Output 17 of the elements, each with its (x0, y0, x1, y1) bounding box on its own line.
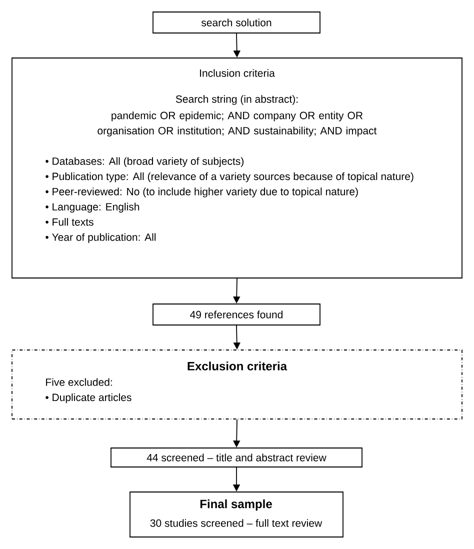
list-item: • Publication type: All (relevance of a variety sources because of topical nature) (46, 172, 414, 182)
list-item: • Duplicate articles (46, 393, 132, 404)
list-item: Five excluded: (46, 378, 112, 386)
list-item: • Language: English (46, 202, 140, 213)
list-item: • Databases: All (broad variety of subjects) (46, 157, 244, 167)
list-item: • Peer-reviewed: No (to include higher variety due to topical nature) (46, 188, 358, 198)
heading: Inclusion criteria (200, 69, 275, 77)
body-text: Search string (in abstract): (176, 95, 298, 105)
box-label: 44 screened – title and abstract review (146, 454, 326, 462)
list-item: • Year of publication: All (46, 233, 156, 243)
box-label: search solution (201, 18, 272, 26)
heading: Final sample (200, 499, 272, 511)
body-text: 30 studies screened – full text review (150, 519, 322, 527)
list-item: • Full texts (46, 218, 94, 226)
heading: Exclusion criteria (188, 362, 288, 370)
box-label: 49 references found (190, 310, 282, 318)
body-text: pandemic OR epidemic; AND company OR entity OR organisation OR institution; AND sustainability; AND impact (98, 112, 377, 136)
